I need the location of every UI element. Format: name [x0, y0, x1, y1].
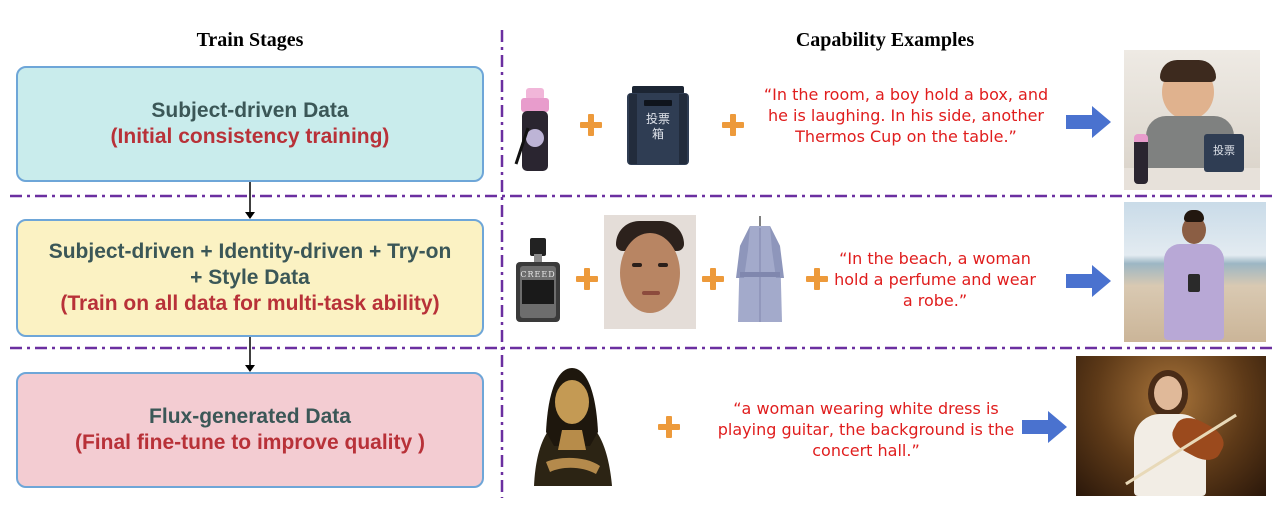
stage-1-box: Subject-driven Data (Initial consistency…: [16, 66, 484, 182]
identity-face-image: [604, 215, 696, 329]
plus-icon: [722, 114, 744, 136]
ballot-box-image: [627, 86, 689, 165]
output-image-boy: 投票: [1124, 50, 1260, 190]
plus-icon: [806, 268, 828, 290]
prompt-line: he is laughing. In his side, another: [767, 106, 1044, 125]
perfume-bottle-image: [516, 238, 560, 322]
thermos-cup-image: [514, 88, 549, 171]
prompt-line: Thermos Cup on the table.”: [795, 127, 1017, 146]
stage-3-subtitle: (Final fine-tune to improve quality ): [74, 431, 425, 454]
arrow-right-icon: [1066, 265, 1111, 297]
mona-lisa-image: [534, 368, 612, 486]
output-box-label: 投票: [1213, 144, 1235, 157]
prompt-line: “a woman wearing white dress is: [733, 399, 999, 418]
stage-2-title-line2: + Style Data: [190, 266, 310, 289]
arrow-right-icon: [1066, 106, 1111, 138]
prompt-line: a robe.”: [902, 291, 968, 310]
plus-icon: [580, 114, 602, 136]
ballot-box-label: 投票箱: [646, 112, 671, 141]
stage-2-box: Subject-driven + Identity-driven + Try-o…: [16, 219, 484, 337]
plus-icon: [576, 268, 598, 290]
stage-2-subtitle: (Train on all data for multi-task abilit…: [60, 292, 440, 315]
arrow-right-icon: [1022, 411, 1067, 443]
stage-1-title: Subject-driven Data: [151, 99, 349, 122]
example-1-prompt: “In the room, a boy hold a box, and he i…: [750, 84, 1062, 147]
plus-icon: [702, 268, 724, 290]
prompt-line: “In the beach, a woman: [839, 249, 1031, 268]
prompt-line: “In the room, a boy hold a box, and: [763, 85, 1049, 104]
example-2-prompt: “In the beach, a woman hold a perfume an…: [830, 248, 1040, 311]
example-3-prompt: “a woman wearing white dress is playing …: [708, 398, 1024, 461]
prompt-line: playing guitar, the background is the: [717, 420, 1015, 439]
output-image-beach: [1124, 202, 1266, 342]
robe-image: [736, 216, 784, 322]
stage-3-title: Flux-generated Data: [149, 405, 351, 428]
stage-3-box: Flux-generated Data (Final fine-tune to …: [16, 372, 484, 488]
perfume-bottle-label: CREED: [520, 270, 556, 279]
prompt-line: hold a perfume and wear: [834, 270, 1036, 289]
train-stages-header: Train Stages: [196, 29, 304, 51]
prompt-line: concert hall.”: [812, 441, 920, 460]
stage-1-subtitle: (Initial consistency training): [110, 125, 390, 148]
output-image-violinist: [1076, 356, 1266, 496]
plus-icon: [658, 416, 680, 438]
stage-2-title-line1: Subject-driven + Identity-driven + Try-o…: [48, 240, 452, 263]
capability-examples-header: Capability Examples: [795, 29, 975, 51]
